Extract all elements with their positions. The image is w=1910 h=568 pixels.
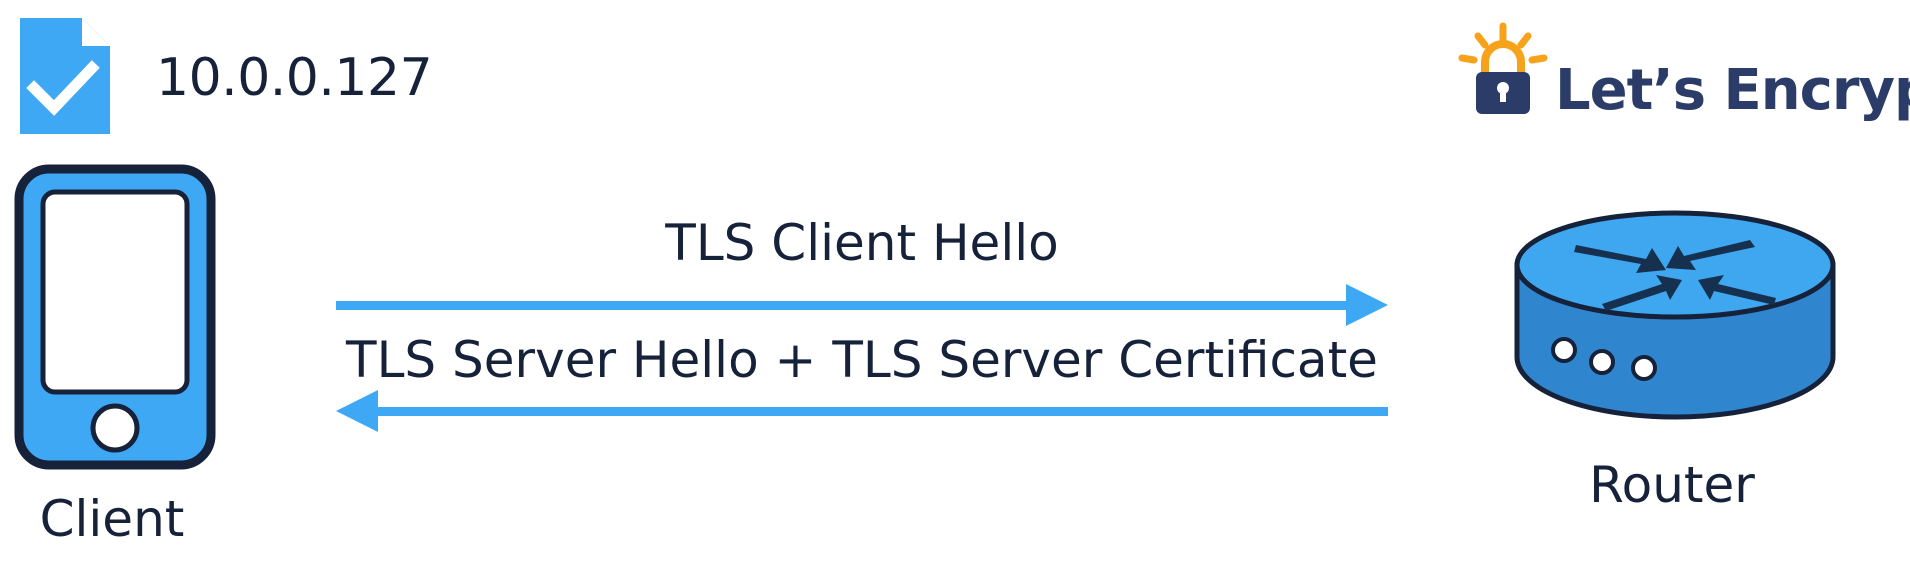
client-hello-arrow: [336, 284, 1388, 326]
server-hello-arrow: [336, 390, 1388, 432]
client-ip-address: 10.0.0.127: [156, 48, 433, 108]
smartphone-icon: [14, 164, 216, 470]
client-hello-label: TLS Client Hello: [665, 214, 1059, 272]
router-label: Router: [1589, 456, 1755, 514]
lets-encrypt-wordmark: Let’s Encrypt: [1555, 58, 1910, 123]
lets-encrypt-padlock-icon: [1458, 22, 1548, 116]
lets-encrypt-logo: [1458, 22, 1898, 122]
certificate-check-icon: [20, 18, 110, 134]
router-icon: [1512, 208, 1838, 424]
server-hello-label: TLS Server Hello + TLS Server Certificat…: [346, 331, 1378, 389]
client-label: Client: [39, 490, 185, 548]
